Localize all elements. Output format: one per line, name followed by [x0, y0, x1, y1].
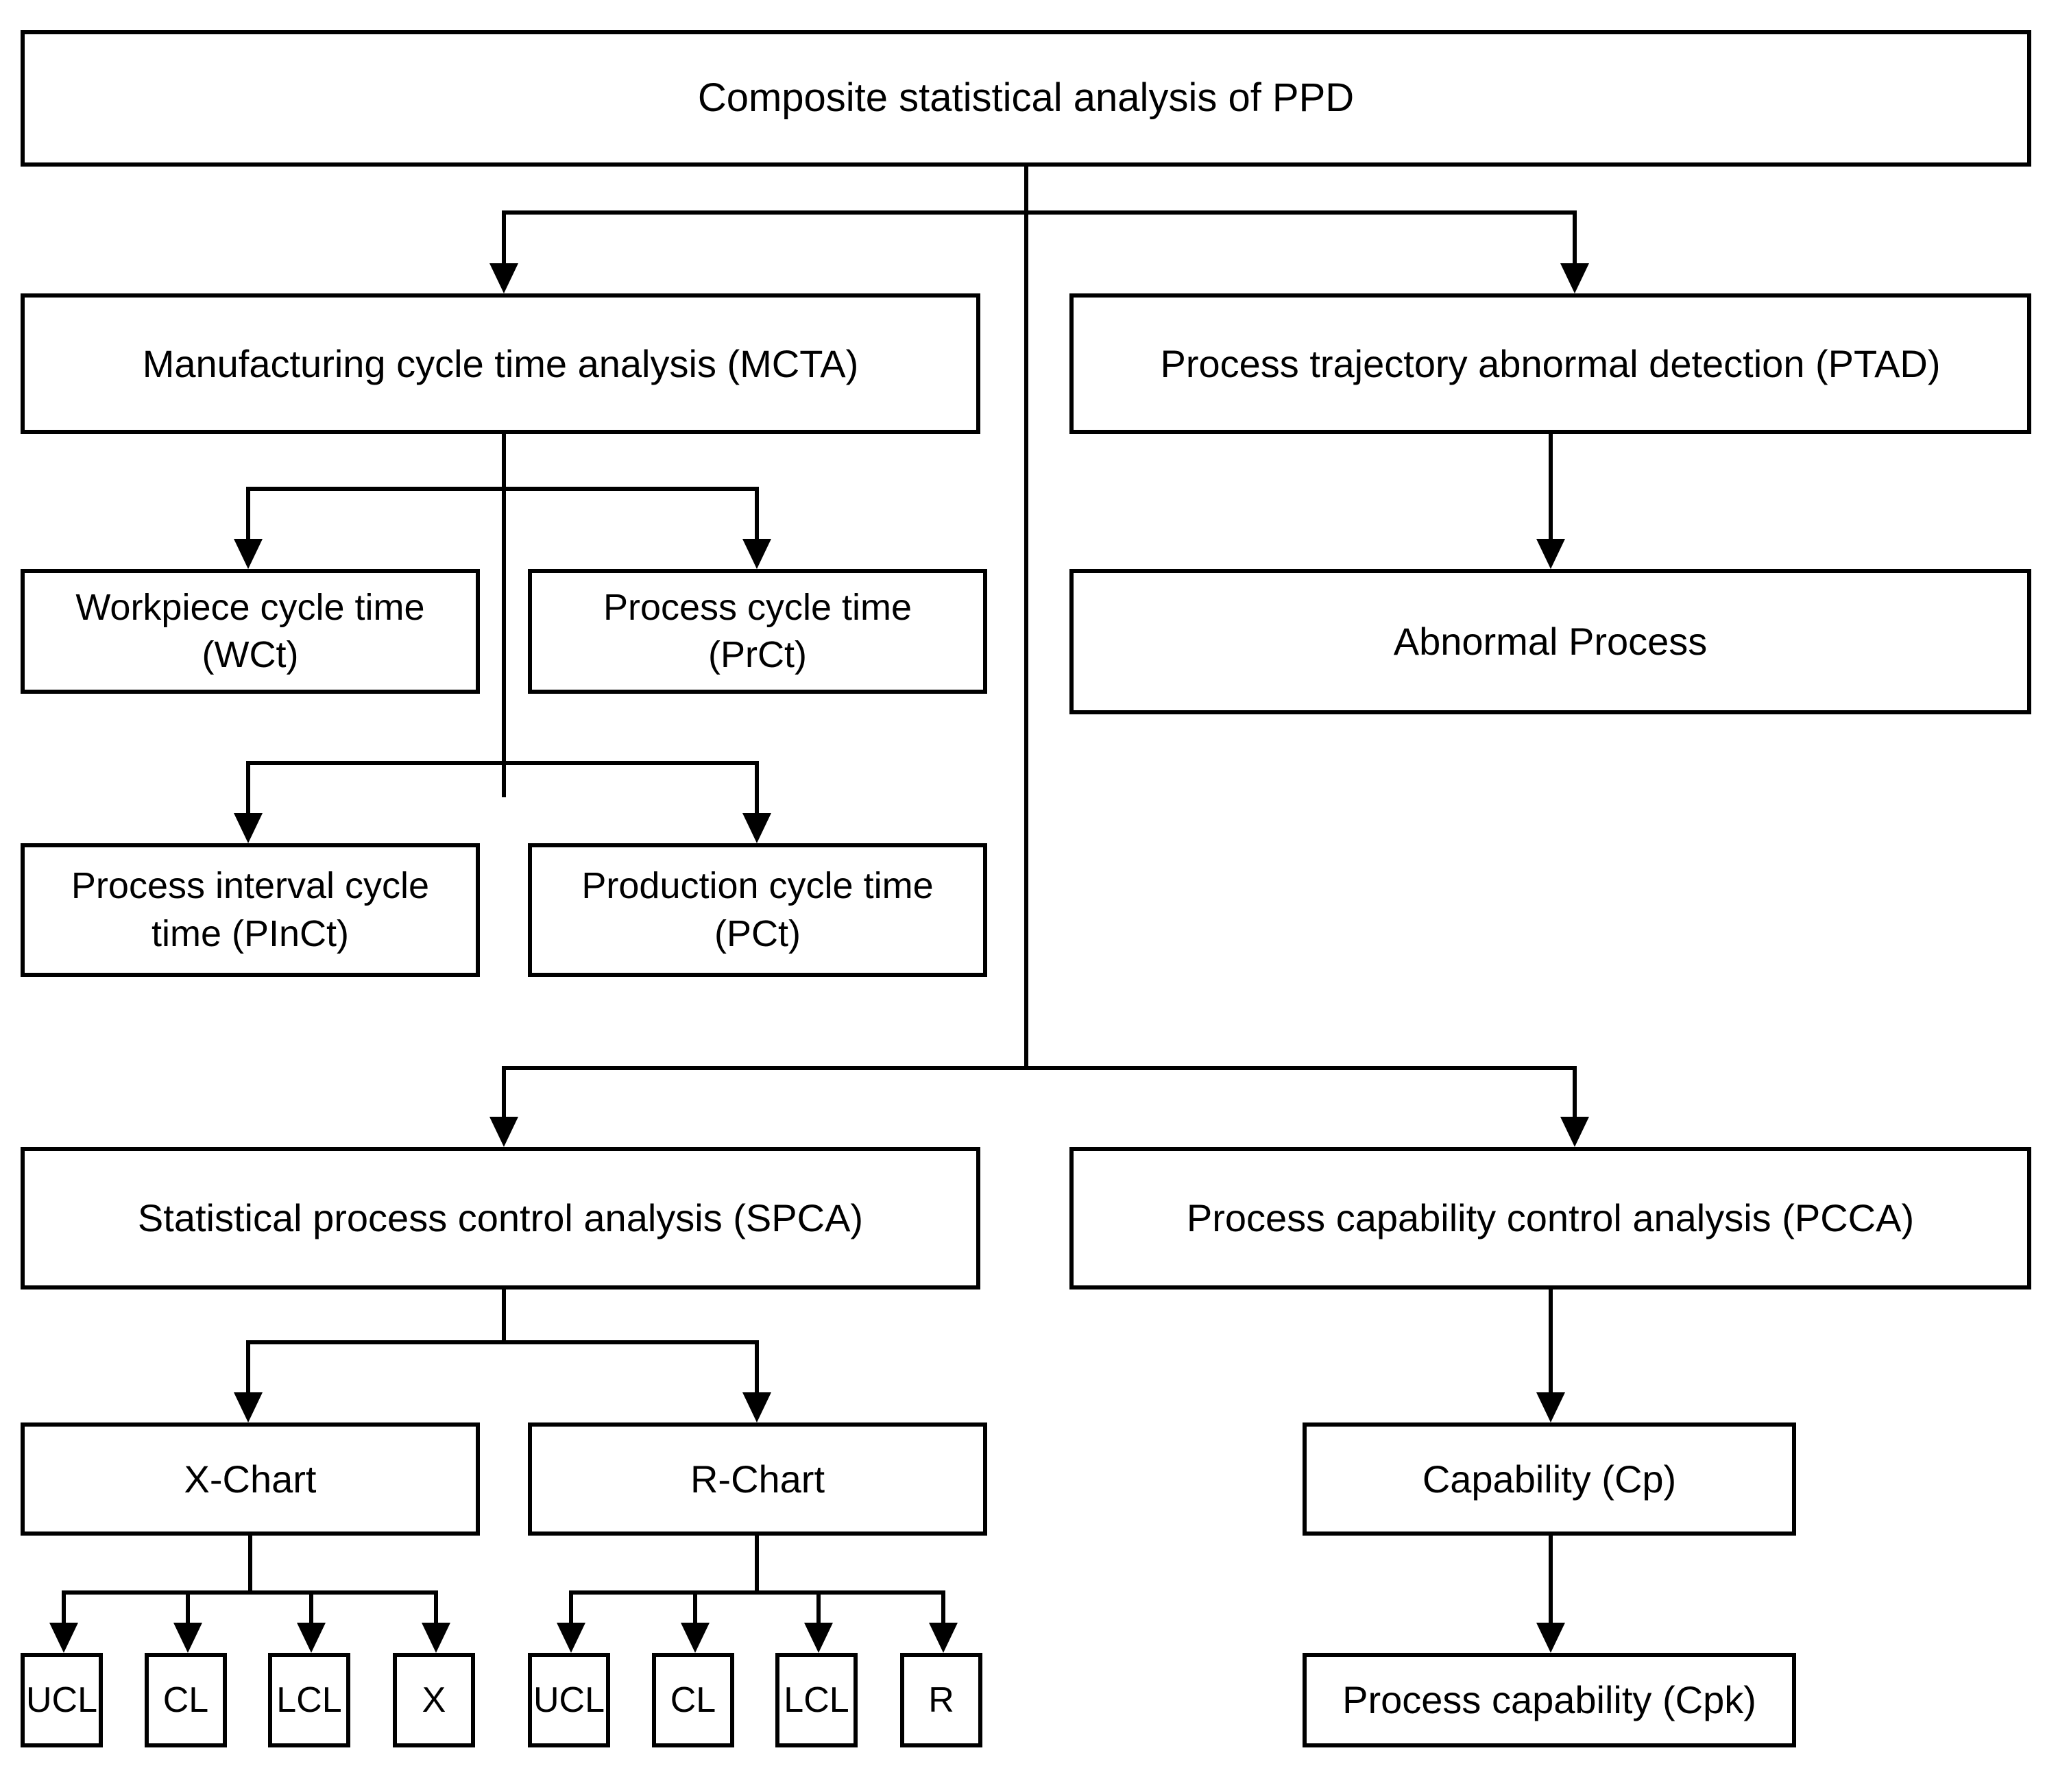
- arrowhead-r-lcl: [804, 1623, 833, 1653]
- edge-capability-cpk: [1549, 1536, 1553, 1623]
- node-r-lcl[interactable]: LCL: [775, 1653, 858, 1747]
- arrowhead-mcta-pct: [742, 813, 771, 843]
- arrowhead-r-r: [929, 1623, 958, 1653]
- node-pcca[interactable]: Process capability control analysis (PCC…: [1069, 1147, 2031, 1289]
- edge-drop-mcta-pinct: [246, 761, 250, 813]
- node-r-ucl[interactable]: UCL: [528, 1653, 610, 1747]
- edge-drop-r-lcl: [816, 1590, 821, 1623]
- edge-trunk-root: [1024, 167, 1028, 1066]
- arrowhead-spca-xchart: [234, 1392, 263, 1422]
- edge-trunk-xchart: [248, 1536, 252, 1593]
- arrowhead-x-x: [422, 1623, 450, 1653]
- edge-drop-root-mcta: [502, 210, 506, 263]
- node-r-r[interactable]: R: [900, 1653, 982, 1747]
- edge-drop-spca-rchart: [755, 1340, 759, 1392]
- node-pinct[interactable]: Process interval cycle time (PInCt): [21, 843, 480, 977]
- node-x-x[interactable]: X: [393, 1653, 475, 1747]
- arrowhead-r-ucl: [557, 1623, 585, 1653]
- arrowhead-mcta-pinct: [234, 813, 263, 843]
- edge-drop-r-cl: [693, 1590, 697, 1623]
- arrowhead-x-lcl: [297, 1623, 326, 1653]
- node-x-ucl[interactable]: UCL: [21, 1653, 103, 1747]
- arrowhead-mcta-wct: [234, 539, 263, 569]
- node-ppd-root[interactable]: Composite statistical analysis of PPD: [21, 30, 2031, 167]
- node-x-chart[interactable]: X-Chart: [21, 1422, 480, 1536]
- edge-bar-mcta-level4: [248, 761, 759, 765]
- node-mcta[interactable]: Manufacturing cycle time analysis (MCTA): [21, 293, 980, 434]
- edge-trunk-mcta: [502, 434, 506, 797]
- arrowhead-x-cl: [173, 1623, 202, 1653]
- node-x-cl[interactable]: CL: [145, 1653, 227, 1747]
- node-capability-cp[interactable]: Capability (Cp): [1303, 1422, 1796, 1536]
- edge-bar-root-level2: [504, 210, 1577, 215]
- edge-drop-mcta-wct: [246, 487, 250, 539]
- edge-bar-xchart-fanout: [64, 1590, 438, 1595]
- edge-drop-x-ucl: [62, 1590, 66, 1623]
- arrowhead-x-ucl: [49, 1623, 78, 1653]
- edge-drop-r-r: [941, 1590, 945, 1623]
- arrowhead-root-ptad: [1560, 263, 1589, 293]
- node-x-lcl[interactable]: LCL: [268, 1653, 350, 1747]
- edge-drop-mcta-prct: [755, 487, 759, 539]
- arrowhead-r-cl: [681, 1623, 710, 1653]
- node-abnormal-process[interactable]: Abnormal Process: [1069, 569, 2031, 714]
- arrowhead-ptad-abnormal: [1536, 539, 1565, 569]
- edge-ptad-abnormal: [1549, 434, 1553, 539]
- edge-bar-spca-level6: [248, 1340, 759, 1344]
- arrowhead-root-mcta: [489, 263, 518, 293]
- node-process-capability-cpk[interactable]: Process capability (Cpk): [1303, 1653, 1796, 1747]
- arrowhead-root-pcca: [1560, 1117, 1589, 1147]
- node-r-chart[interactable]: R-Chart: [528, 1422, 987, 1536]
- edge-drop-x-lcl: [309, 1590, 313, 1623]
- arrowhead-pcca-capability: [1536, 1392, 1565, 1422]
- edge-bar-rchart-fanout: [571, 1590, 945, 1595]
- node-prct[interactable]: Process cycle time (PrCt): [528, 569, 987, 694]
- edge-bar-root-level5: [504, 1066, 1577, 1070]
- edge-trunk-spca: [502, 1289, 506, 1342]
- edge-trunk-rchart: [755, 1536, 759, 1593]
- edge-drop-root-ptad: [1573, 210, 1577, 263]
- edge-drop-spca-xchart: [246, 1340, 250, 1392]
- edge-pcca-capability: [1549, 1289, 1553, 1392]
- node-ptad[interactable]: Process trajectory abnormal detection (P…: [1069, 293, 2031, 434]
- edge-drop-x-x: [434, 1590, 438, 1623]
- edge-drop-root-pcca: [1573, 1066, 1577, 1117]
- node-pct[interactable]: Production cycle time (PCt): [528, 843, 987, 977]
- arrowhead-mcta-prct: [742, 539, 771, 569]
- edge-drop-root-spca: [502, 1066, 506, 1117]
- node-spca[interactable]: Statistical process control analysis (SP…: [21, 1147, 980, 1289]
- node-wct[interactable]: Workpiece cycle time (WCt): [21, 569, 480, 694]
- edge-drop-mcta-pct: [755, 761, 759, 813]
- node-r-cl[interactable]: CL: [652, 1653, 734, 1747]
- arrowhead-capability-cpk: [1536, 1623, 1565, 1653]
- edge-bar-mcta-level3: [248, 487, 759, 491]
- edge-drop-r-ucl: [569, 1590, 573, 1623]
- arrowhead-root-spca: [489, 1117, 518, 1147]
- arrowhead-spca-rchart: [742, 1392, 771, 1422]
- edge-drop-x-cl: [186, 1590, 190, 1623]
